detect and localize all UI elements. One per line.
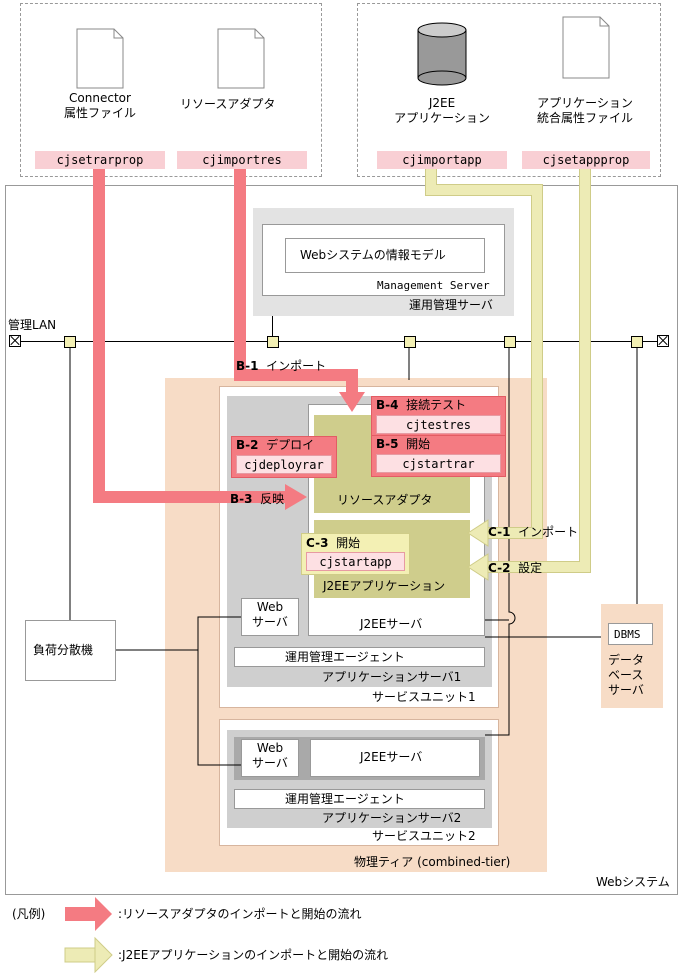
cmd-cjtestres: cjtestres (376, 415, 501, 434)
step-c2-label: C-2 設定 (488, 561, 543, 575)
management-server-label: Management Server (377, 279, 490, 292)
dbms-box (608, 623, 653, 645)
agent-2-label: 運用管理エージェント (285, 792, 405, 806)
app-integrated-file-label: アプリケーション統合属性ファイル (536, 96, 633, 125)
lan-end-left-icon (9, 335, 21, 347)
service-unit-1-label: サービスユニット1 (372, 690, 476, 704)
j2ee-app-cylinder-icon (417, 22, 467, 86)
dbms-label: DBMS (614, 628, 641, 641)
cmd-cjstartrar: cjstartrar (376, 454, 501, 473)
app-integrated-file-icon (562, 16, 610, 79)
web-server-1-box (241, 598, 299, 636)
lan-node-app1 (404, 336, 416, 348)
db-server-box (601, 604, 663, 708)
service-unit-2-label: サービスユニット2 (372, 829, 476, 843)
resource-adapter-label: リソースアダプタ (180, 97, 276, 111)
connector-file-icon (76, 28, 124, 89)
app-server-1-label: アプリケーションサーバ1 (322, 670, 462, 684)
step-b2-title: B-2 デプロイ (236, 438, 315, 452)
app-server-2-label: アプリケーションサーバ2 (322, 811, 462, 825)
legend-yellow-arrow (64, 936, 113, 973)
step-b3-label: B-3 反映 (230, 492, 285, 506)
cmd-cjimportapp: cjimportapp (377, 151, 507, 169)
mgmt-drop-line (272, 316, 273, 336)
application-files-group (357, 3, 661, 177)
red-flow-b3 (93, 169, 307, 510)
resource-files-group (20, 3, 322, 177)
load-balancer-label: 負荷分散機 (33, 643, 94, 657)
lan-node-app2 (504, 336, 516, 348)
info-model-label: Webシステムの情報モデル (300, 248, 446, 262)
cmd-cjsetrarprop: cjsetrarprop (35, 151, 165, 169)
web-system-box (5, 185, 678, 895)
physical-tier-label: 物理ティア (combined-tier) (354, 855, 511, 869)
step-b5-title: B-5 開始 (376, 437, 431, 451)
j2ee-server-2-label: J2EEサーバ (360, 750, 423, 764)
j2ee-app-deployed-label: J2EEアプリケーション (323, 579, 446, 593)
resource-adapter-file-icon (217, 28, 265, 89)
step-b4-title: B-4 接続テスト (376, 398, 467, 412)
lan-line (15, 341, 665, 342)
legend-title: (凡例) (12, 907, 46, 921)
lan-label: 管理LAN (8, 318, 57, 332)
step-c3-title: C-3 開始 (306, 536, 361, 550)
yellow-flow-c2 (467, 169, 591, 581)
db-server-label: データベースサーバ (608, 653, 645, 697)
cmd-cjimportres: cjimportres (177, 151, 307, 169)
yellow-flow-c1 (425, 169, 543, 547)
agent-1-label: 運用管理エージェント (285, 650, 405, 664)
cmd-cjdeployrar: cjdeployrar (236, 455, 332, 474)
lan-node-mgmt (267, 336, 279, 348)
info-model-box (285, 238, 485, 273)
legend-red-arrow (65, 897, 112, 931)
j2ee-server-2-box (310, 739, 480, 777)
legend-yellow-text: :J2EEアプリケーションのインポートと開始の流れ (118, 948, 389, 962)
resource-adapter-deployed-label: リソースアダプタ (337, 493, 433, 507)
web-system-label: Webシステム (596, 875, 670, 889)
load-balancer-box (25, 620, 116, 681)
cmd-cjsetappprop: cjsetappprop (522, 151, 650, 169)
web-server-2-box (241, 739, 299, 777)
agent-1-box (234, 647, 485, 667)
agent-2-box (234, 789, 485, 809)
op-server-label: 運用管理サーバ (409, 298, 493, 312)
lan-end-right-icon (657, 335, 669, 347)
cmd-cjstartapp: cjstartapp (306, 552, 405, 571)
step-b1-label: B-1 インポート (236, 359, 327, 373)
legend-red-text: :リソースアダプタのインポートと開始の流れ (118, 907, 362, 921)
red-flow-b1 (234, 169, 365, 412)
step-c1-label: C-1 インポート (488, 525, 579, 539)
j2ee-server-1-label: J2EEサーバ (360, 617, 423, 631)
